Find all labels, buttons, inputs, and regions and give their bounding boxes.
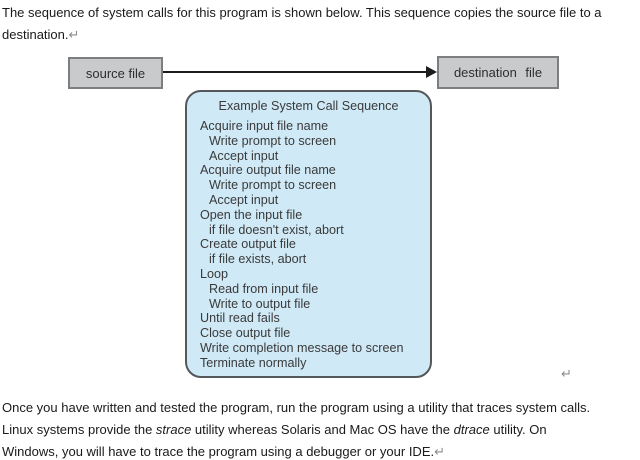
sequence-step: Acquire input file name <box>200 119 329 133</box>
sequence-step: Acquire output file name <box>200 163 336 178</box>
sequence-step: Open the input file <box>200 207 303 222</box>
paragraph-line: Linux systems provide the strace utility… <box>2 419 590 441</box>
paragraph-line: Once you have written and tested the pro… <box>2 397 590 419</box>
sequence-step: Accept input <box>209 148 279 163</box>
return-mark: ↵ <box>561 366 572 381</box>
intro-paragraph: The sequence of system calls for this pr… <box>2 2 602 46</box>
paragraph-line: Windows, you will have to trace the prog… <box>2 441 590 460</box>
sequence-step: Until read fails <box>200 311 280 326</box>
sequence-step: Terminate normally <box>200 355 307 370</box>
source-file-label: source file <box>85 65 146 81</box>
text-run: Once you have written and tested the pro… <box>2 400 591 415</box>
arrow-head <box>426 66 437 78</box>
sequence-step: Write prompt to screen <box>209 178 337 193</box>
return-mark: ↵ <box>434 444 446 459</box>
paragraph-line: destination.↵ <box>2 24 602 46</box>
text-run: The sequence of system calls for this pr… <box>2 5 602 20</box>
text-run: Linux systems provide the <box>2 422 156 437</box>
paragraph-line: The sequence of system calls for this pr… <box>2 2 602 24</box>
return-mark: ↵ <box>68 27 80 42</box>
text-run: strace <box>155 422 192 437</box>
sequence-step: Create output file <box>200 237 296 252</box>
text-run: utility. On <box>489 422 547 437</box>
sequence-step: Write prompt to screen <box>209 133 337 148</box>
sequence-step: Close output file <box>200 326 291 341</box>
outro-paragraph: Once you have written and tested the pro… <box>2 397 590 460</box>
destination-file-label: destination file <box>453 65 543 80</box>
sequence-step: if file doesn't exist, abort <box>209 222 344 237</box>
text-run: dtrace <box>453 422 490 437</box>
sequence-step: Read from input file <box>209 281 319 296</box>
text-run: Windows, you will have to trace the prog… <box>2 444 435 459</box>
destination-file-box: destination file <box>437 56 559 89</box>
sequence-step: Write completion message to screen <box>200 340 404 355</box>
source-file-box: source file <box>68 57 163 89</box>
copy-arrow <box>163 66 437 78</box>
text-run: destination. <box>2 27 69 42</box>
text-run: utility whereas Solaris and Mac OS have … <box>191 422 454 437</box>
sequence-step: Loop <box>200 266 229 281</box>
sequence-title: Example System Call Sequence <box>218 99 399 113</box>
system-call-sequence-box: Example System Call Sequence Acquire inp… <box>185 90 432 378</box>
sequence-step: if file exists, abort <box>209 252 307 267</box>
sequence-step: Write to output file <box>209 296 311 311</box>
sequence-step: Accept input <box>209 192 279 207</box>
